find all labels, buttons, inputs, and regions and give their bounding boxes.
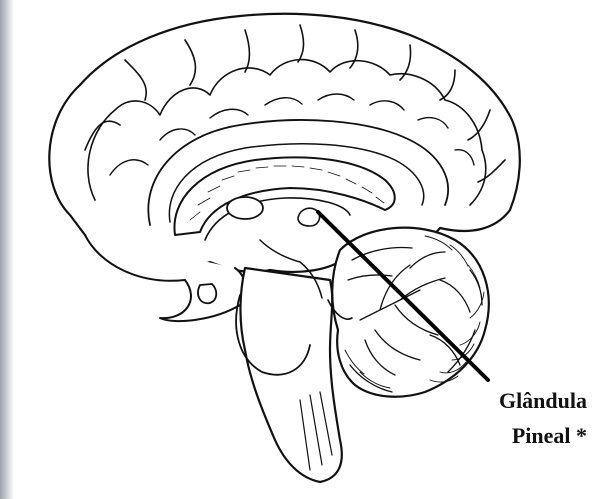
thalamus [227, 197, 263, 219]
brainstem [240, 268, 341, 482]
pituitary [198, 284, 216, 303]
annotation-label-line2: Pineal * [512, 423, 587, 449]
pineal-gland-shape [298, 208, 320, 226]
cerebrum-outline [49, 14, 520, 272]
annotation-label-line1: Glândula [499, 388, 587, 414]
